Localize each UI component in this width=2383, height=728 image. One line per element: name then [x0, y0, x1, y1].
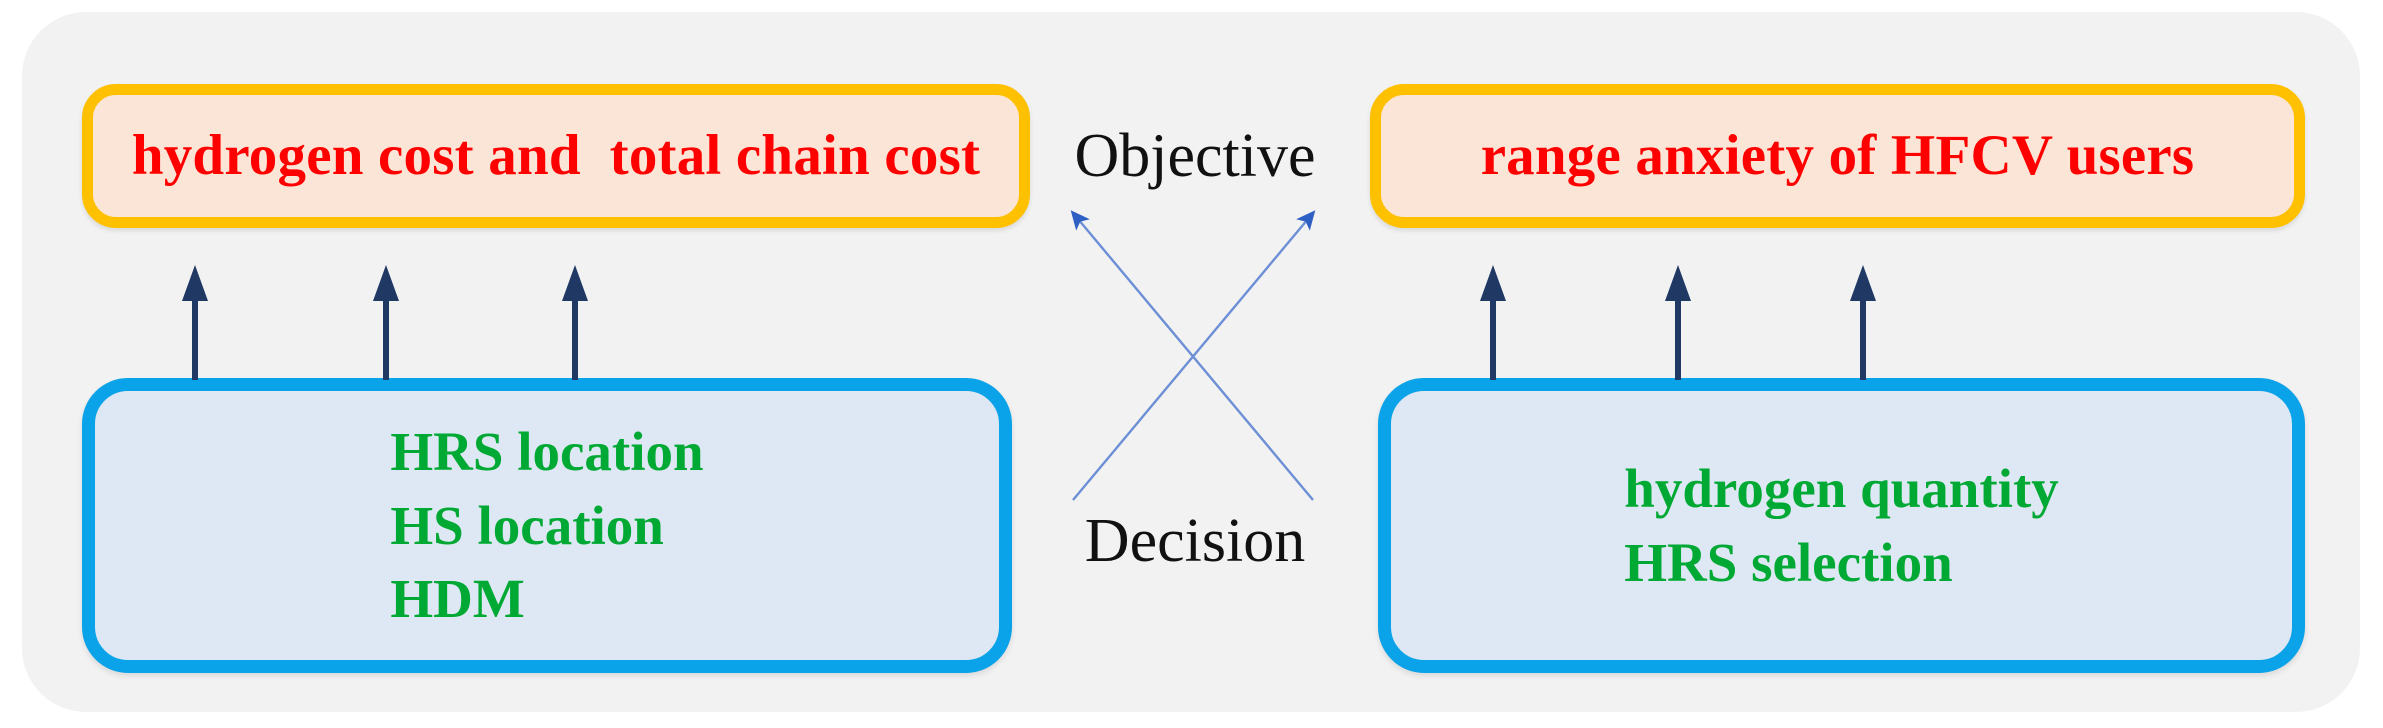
objective-box-right[interactable]: range anxiety of HFCV users: [1370, 84, 2305, 228]
objective-left-label: hydrogen cost and total chain cost: [131, 124, 981, 188]
decision-right-label-group: hydrogen quantity HRS selection: [1624, 452, 2059, 599]
decision-left-label-group: HRS location HS location HDM: [390, 415, 703, 636]
decision-box-left[interactable]: HRS location HS location HDM: [82, 378, 1012, 673]
up-arrow-icon-right-1: [1479, 265, 1507, 380]
decision-right-line-2: HRS selection: [1624, 531, 1953, 593]
decision-right-line-1: hydrogen quantity: [1624, 457, 2059, 519]
cross-arrows-group: [1055, 195, 1335, 515]
decision-left-line-3: HDM: [390, 568, 525, 630]
up-arrow-icon-left-2: [372, 265, 400, 380]
decision-box-right[interactable]: hydrogen quantity HRS selection: [1378, 378, 2305, 673]
cross-arrow-up-left: [1070, 210, 1314, 501]
objective-center-label: Objective: [1074, 122, 1316, 190]
decision-center-label: Decision: [1084, 507, 1306, 575]
up-arrow-icon-right-3: [1849, 265, 1877, 380]
objective-right-label: range anxiety of HFCV users: [1480, 124, 2195, 188]
decision-left-line-2: HS location: [390, 494, 664, 556]
up-arrow-icon-right-2: [1664, 265, 1692, 380]
objective-box-left[interactable]: hydrogen cost and total chain cost: [82, 84, 1030, 228]
decision-left-line-1: HRS location: [390, 420, 704, 482]
up-arrow-icon-left-3: [561, 265, 589, 380]
up-arrow-icon-left-1: [181, 265, 209, 380]
